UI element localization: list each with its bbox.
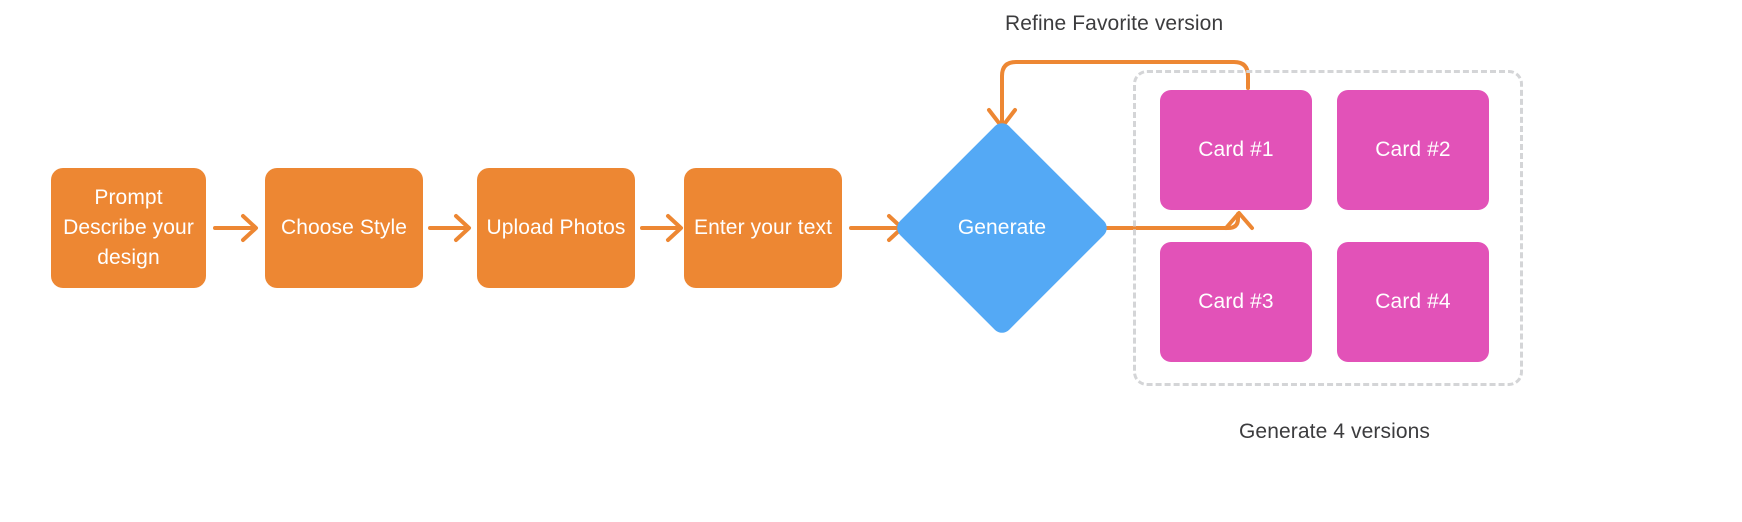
decision-generate[interactable]: Generate: [893, 119, 1111, 337]
arrow-prompt-to-choose-style: [213, 214, 258, 242]
step-choose-style[interactable]: Choose Style: [265, 168, 423, 288]
step-prompt[interactable]: Prompt Describe your design: [51, 168, 206, 288]
arrow-choose-style-to-upload-photos: [428, 214, 471, 242]
result-card-4[interactable]: Card #4: [1337, 242, 1489, 362]
result-card-2[interactable]: Card #2: [1337, 90, 1489, 210]
arrow-upload-photos-to-enter-text: [640, 214, 683, 242]
result-card-3-label: Card #3: [1198, 290, 1274, 313]
step-prompt-label: Prompt Describe your design: [63, 183, 194, 272]
step-choose-style-label: Choose Style: [280, 216, 408, 240]
result-card-4-label: Card #4: [1375, 290, 1451, 313]
decision-generate-label: Generate: [957, 216, 1047, 239]
caption-generate-4-versions-text: Generate 4 versions: [1239, 420, 1431, 443]
caption-generate-4-versions: Generate 4 versions: [1239, 420, 1430, 444]
arrow-enter-text-to-generate: [849, 214, 904, 242]
result-card-2-label: Card #2: [1375, 138, 1451, 161]
result-card-1-label: Card #1: [1198, 138, 1274, 161]
step-enter-your-text-label: Enter your text: [693, 216, 833, 240]
step-prompt-line-1: Prompt: [94, 186, 163, 210]
caption-refine-favorite-version-text: Refine Favorite version: [1005, 12, 1224, 35]
step-prompt-line-2: Describe your: [63, 216, 194, 240]
step-prompt-line-3: design: [97, 245, 160, 269]
caption-refine-favorite-version: Refine Favorite version: [1005, 12, 1223, 36]
step-enter-your-text[interactable]: Enter your text: [684, 168, 842, 288]
result-card-3[interactable]: Card #3: [1160, 242, 1312, 362]
decision-generate-label-wrap: Generate: [925, 151, 1079, 305]
result-card-1[interactable]: Card #1: [1160, 90, 1312, 210]
step-upload-photos-label: Upload Photos: [486, 216, 626, 240]
results-group-container: [1133, 70, 1523, 386]
step-upload-photos[interactable]: Upload Photos: [477, 168, 635, 288]
